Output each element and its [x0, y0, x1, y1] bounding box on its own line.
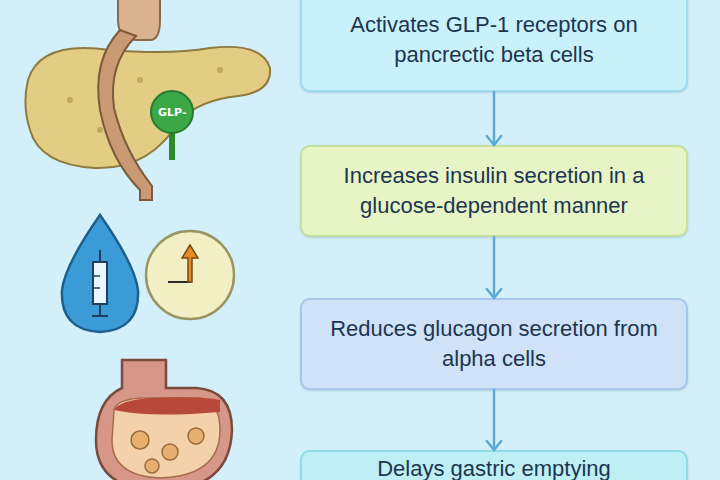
stomach — [96, 360, 232, 480]
arrow-head — [487, 289, 501, 298]
syringe-needle — [99, 250, 101, 262]
texture-dot — [217, 67, 223, 73]
texture-dot — [97, 127, 103, 133]
flow-arrow — [487, 237, 501, 298]
arrow-head — [487, 441, 501, 450]
arrow-line — [493, 92, 496, 145]
process-box: Activates GLP-1 receptors on pancrectic … — [300, 0, 688, 92]
step-text: Increases insulin secretion in a glucose… — [316, 161, 672, 221]
clock-hand — [168, 258, 190, 282]
food-particle — [162, 444, 178, 460]
blood-drop — [62, 215, 138, 332]
pancreas — [25, 47, 270, 168]
flow-arrow — [487, 92, 501, 145]
food-particle — [131, 431, 149, 449]
duodenum — [98, 30, 152, 200]
food-particle — [188, 428, 204, 444]
syringe-tick — [93, 287, 100, 289]
arrow-head — [487, 136, 501, 145]
step-text: Reduces glucagon secretion from alpha ce… — [316, 314, 672, 374]
syringe-tick — [93, 275, 100, 277]
texture-dot — [137, 77, 143, 83]
receptor-label: GLP- — [158, 106, 186, 119]
receptor-stem — [169, 130, 175, 160]
stomach-fluid — [114, 397, 220, 414]
arrow-line — [493, 237, 496, 298]
process-box: Increases insulin secretion in a glucose… — [300, 145, 688, 237]
syringe-barrel — [93, 262, 107, 304]
arrow-line — [493, 390, 496, 450]
stomach-inner — [112, 398, 220, 478]
texture-dot — [67, 97, 73, 103]
process-box: Reduces glucagon secretion from alpha ce… — [300, 298, 688, 390]
step-text: Delays gastric emptying — [377, 454, 611, 480]
process-box: Delays gastric emptying — [300, 450, 688, 480]
syringe-rod — [99, 304, 101, 316]
food-particle — [145, 459, 159, 473]
receptor — [151, 91, 193, 133]
up-arrow — [182, 245, 198, 282]
clock — [146, 231, 234, 319]
flow-arrow — [487, 390, 501, 450]
step-text: Activates GLP-1 receptors on pancrectic … — [316, 10, 672, 70]
